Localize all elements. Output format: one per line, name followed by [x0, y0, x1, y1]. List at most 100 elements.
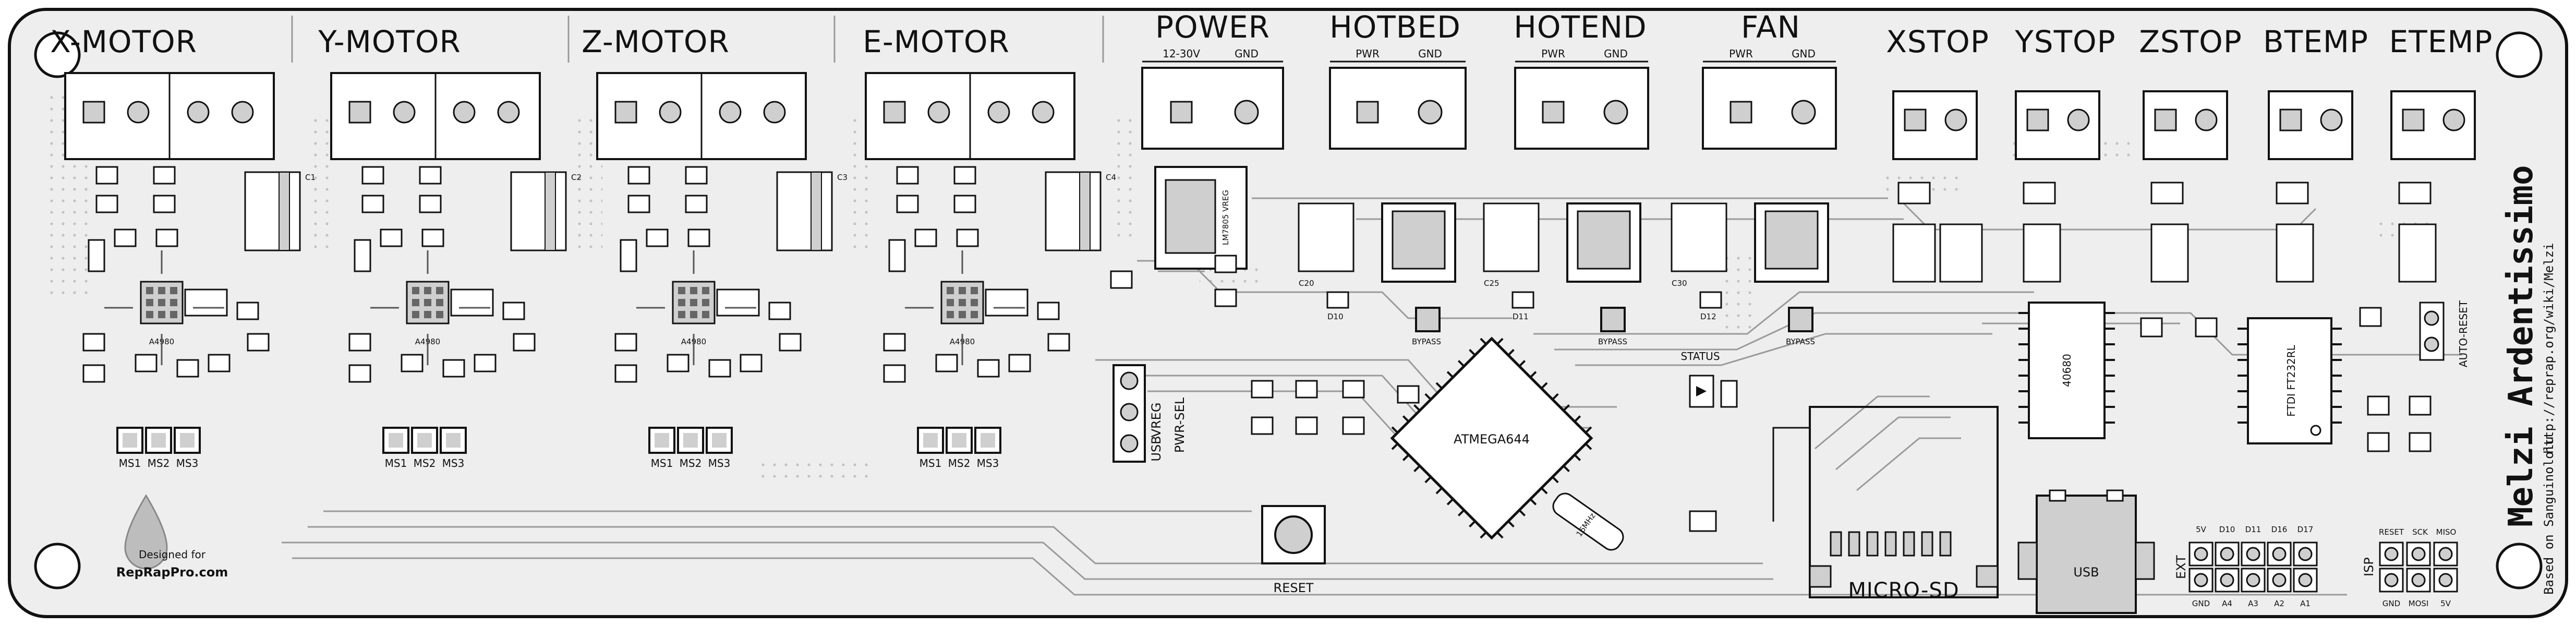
- svg-text:PWR: PWR: [1541, 47, 1565, 60]
- svg-text:D17: D17: [2297, 525, 2314, 534]
- svg-text:D12: D12: [1700, 312, 1716, 321]
- svg-text:EXT: EXT: [2174, 555, 2188, 579]
- power-connector: POWER 12-30V GND LM7805 VREG: [1141, 9, 1284, 270]
- svg-text:VREG: VREG: [1149, 403, 1164, 438]
- motor-label: E-MOTOR: [863, 24, 1010, 59]
- auto-reset-jumper: AUTO-RESET: [2419, 300, 2470, 367]
- svg-text:D10: D10: [2219, 525, 2235, 534]
- motor-label: Z-MOTOR: [582, 24, 730, 59]
- connector-label: POWER: [1155, 9, 1270, 45]
- svg-text:MS3: MS3: [708, 457, 731, 469]
- atmega644-chip: ATMEGA644: [1390, 336, 1593, 540]
- svg-text:USB: USB: [1149, 436, 1164, 461]
- motor-section-z: Z-MOTOR C3 A4980: [582, 24, 848, 469]
- mounting-holes: [34, 31, 2543, 589]
- svg-text:RESET: RESET: [2379, 527, 2404, 537]
- svg-text:MS3: MS3: [442, 457, 465, 469]
- motor-section-y: Y-MOTOR C2 A4980: [318, 24, 582, 469]
- svg-text:C30: C30: [1672, 279, 1687, 288]
- motor-connector-pins: [82, 101, 254, 124]
- svg-text:MS3: MS3: [977, 457, 999, 469]
- motor-label: Y-MOTOR: [318, 24, 461, 59]
- svg-text:SCK: SCK: [2412, 527, 2428, 537]
- mounting-hole: [34, 543, 81, 589]
- motor-label: X-MOTOR: [50, 24, 197, 59]
- voltage-regulator: LM7805 VREG: [1154, 166, 1248, 270]
- ms1-label: MS1: [119, 457, 141, 469]
- svg-text:A4: A4: [2222, 599, 2232, 608]
- svg-text:GND: GND: [1604, 47, 1628, 60]
- svg-text:MOSI: MOSI: [2409, 599, 2429, 608]
- svg-text:C25: C25: [1484, 279, 1499, 288]
- svg-text:AUTO-RESET: AUTO-RESET: [2457, 300, 2470, 367]
- usb-port: USB: [2017, 489, 2155, 614]
- microstep-jumpers: [116, 427, 201, 454]
- svg-text:FTDI FT232RL: FTDI FT232RL: [2285, 344, 2297, 416]
- crystal: 16MHz: [1552, 492, 1624, 551]
- mounting-hole: [2496, 31, 2543, 78]
- xstop-connector: XSTOP: [1886, 24, 1989, 283]
- connector-label: HOTEND: [1514, 9, 1647, 45]
- svg-text:C1: C1: [305, 173, 316, 182]
- ext-header: EXT 5V D10 D11 D16 D17 GND A4 A3 A2 A1: [2174, 525, 2318, 608]
- svg-text:MS1: MS1: [920, 457, 942, 469]
- stop-connectors: XSTOP YSTOP ZSTOP BTEMP: [1886, 24, 2493, 283]
- svg-text:ZSTOP: ZSTOP: [2139, 24, 2242, 59]
- ftdi-chip: FTDI FT232RL: [2238, 317, 2342, 444]
- ms2-label: MS2: [148, 457, 170, 469]
- svg-text:GND: GND: [1418, 47, 1442, 60]
- resistor-r24: [1689, 510, 1717, 532]
- zstop-connector: ZSTOP: [2139, 24, 2242, 283]
- reset-button: RESET: [1261, 505, 1326, 595]
- svg-text:MISO: MISO: [2436, 527, 2457, 537]
- svg-text:Based on Sanguinololu: Based on Sanguinololu: [2542, 437, 2556, 595]
- svg-text:5V: 5V: [2440, 599, 2451, 608]
- mounting-hole: [2496, 543, 2543, 589]
- svg-text:A3: A3: [2248, 599, 2258, 608]
- fan-connector: FAN PWR GND: [1702, 9, 1837, 150]
- designer-logo: Designed for RepRapPro.com: [116, 494, 228, 580]
- svg-text:BYPASS: BYPASS: [1598, 337, 1627, 346]
- svg-text:ETEMP: ETEMP: [2389, 24, 2493, 59]
- ystop-connector: YSTOP: [2014, 24, 2115, 283]
- svg-text:MS2: MS2: [948, 457, 971, 469]
- svg-text:C20: C20: [1299, 279, 1314, 288]
- driver-passives: [82, 166, 301, 383]
- svg-text:PWR: PWR: [1729, 47, 1753, 60]
- svg-text:40680: 40680: [2061, 354, 2073, 387]
- reprap-drop-icon: [124, 494, 168, 570]
- svg-text:ATMEGA644: ATMEGA644: [1454, 432, 1530, 447]
- svg-text:D11: D11: [2245, 525, 2261, 534]
- svg-text:MS1: MS1: [651, 457, 673, 469]
- svg-text:XSTOP: XSTOP: [1886, 24, 1989, 59]
- svg-text:MICRO-SD: MICRO-SD: [1848, 579, 1959, 603]
- pwr-sel-jumper: VREG USB PWR-SEL: [1112, 364, 1187, 463]
- svg-text:PWR-SEL: PWR-SEL: [1172, 397, 1187, 453]
- svg-text:A2: A2: [2274, 599, 2284, 608]
- svg-text:GND: GND: [1792, 47, 1816, 60]
- ms3-label: MS3: [176, 457, 199, 469]
- mosfet-block-hotbed: C20 D10 BYPASS: [1298, 202, 1456, 346]
- svg-text:BYPASS: BYPASS: [1412, 337, 1441, 346]
- svg-text:STATUS: STATUS: [1680, 350, 1720, 363]
- svg-text:Melzi Ardentissimo: Melzi Ardentissimo: [2502, 165, 2541, 527]
- svg-text:USB: USB: [2073, 565, 2099, 580]
- etemp-connector: ETEMP: [2389, 24, 2493, 283]
- motor-section-e: E-MOTOR C4 A4980: [863, 24, 1116, 469]
- svg-text:BYPASS: BYPASS: [1786, 337, 1815, 346]
- pcb-outline: [8, 8, 2568, 618]
- connector-label: FAN: [1741, 9, 1800, 45]
- svg-text:C4: C4: [1106, 173, 1116, 182]
- connector-label: HOTBED: [1329, 9, 1461, 45]
- svg-text:BTEMP: BTEMP: [2263, 24, 2368, 59]
- hotbed-connector: HOTBED PWR GND: [1329, 9, 1467, 150]
- decoupling-caps: [1110, 255, 1420, 435]
- svg-text:D10: D10: [1327, 312, 1344, 321]
- svg-text:RepRapPro.com: RepRapPro.com: [116, 565, 228, 580]
- btemp-connector: BTEMP: [2263, 24, 2368, 283]
- micro-sd-slot: MICRO-SD: [1772, 406, 1999, 603]
- svg-text:MS1: MS1: [385, 457, 407, 469]
- svg-text:http://reprap.org/wiki/Melzi: http://reprap.org/wiki/Melzi: [2542, 243, 2556, 454]
- status-led: STATUS: [1680, 350, 1738, 408]
- cap-electrolytic: [279, 172, 290, 251]
